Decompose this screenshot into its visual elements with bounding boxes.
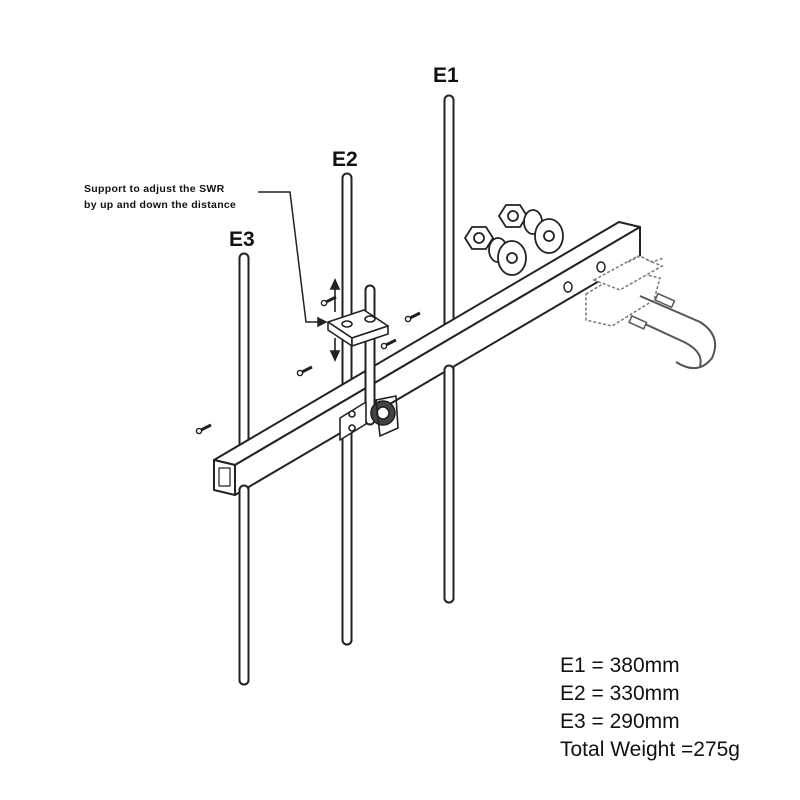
e2-label: E2 (332, 148, 358, 171)
spec-e1: E1 = 380mm (560, 654, 680, 677)
boom-holes (563, 261, 606, 293)
callout-leader (258, 191, 328, 328)
nuts-and-washers (463, 204, 564, 276)
e3-label: E3 (229, 228, 255, 251)
mast-bracket (585, 255, 665, 327)
spec-total-weight: Total Weight =275g (560, 738, 740, 761)
u-bolt (628, 292, 716, 369)
boom-tube (213, 221, 641, 496)
adjust-arrows (329, 278, 341, 362)
feed-clamp (339, 395, 399, 441)
e1-label: E1 (433, 64, 459, 87)
swr-adjust-support (327, 309, 389, 347)
spec-e3: E3 = 290mm (560, 710, 680, 733)
spec-e2: E2 = 330mm (560, 682, 680, 705)
callout-line-2: by up and down the distance (84, 199, 236, 211)
callout-line-1: Support to adjust the SWR (84, 183, 225, 195)
specifications-block: E1 = 380mm E2 = 330mm E3 = 290mm Total W… (560, 652, 790, 764)
